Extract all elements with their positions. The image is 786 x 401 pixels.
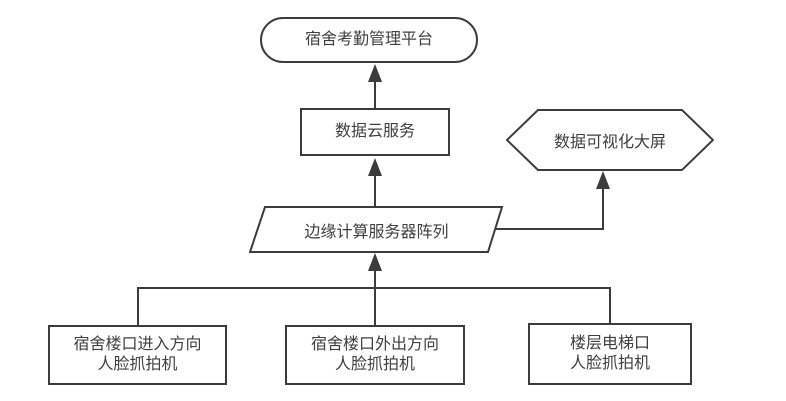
node-cam-in: 宿舍楼口进入方向 人脸抓拍机 [48,325,227,385]
node-cam-elevator-label-line2: 人脸抓拍机 [569,355,650,372]
arrow-cloud-to-platform [368,64,382,108]
node-cam-out: 宿舍楼口外出方向 人脸抓拍机 [285,325,465,385]
node-cam-out-label-line2: 人脸抓拍机 [334,356,415,373]
arrow-cameras-to-edge-servers [137,253,611,325]
node-platform: 宿舍考勤管理平台 [260,17,478,63]
hexagon-shape [506,109,714,171]
node-cloud: 数据云服务 [300,108,450,156]
node-cam-out-label-line1: 宿舍楼口外出方向 [310,336,439,353]
parallelogram-shape [249,206,504,253]
node-cam-in-label-line1: 宿舍楼口进入方向 [73,336,202,353]
node-cam-in-label-line2: 人脸抓拍机 [97,356,178,373]
node-bigscreen-label: 数据可视化大屏 [553,134,666,151]
node-cloud-label: 数据云服务 [334,123,415,140]
node-edge-servers: 边缘计算服务器阵列 [249,206,504,253]
node-cam-elevator: 楼层电梯口 人脸抓拍机 [528,323,692,385]
node-cam-elevator-label-line1: 楼层电梯口 [569,335,650,352]
arrow-edge-servers-to-bigscreen [496,171,610,230]
node-platform-label: 宿舍考勤管理平台 [304,31,433,48]
node-bigscreen: 数据可视化大屏 [506,109,714,171]
arrow-edge-servers-to-cloud [368,158,382,207]
node-edge-servers-label: 边缘计算服务器阵列 [304,223,449,241]
